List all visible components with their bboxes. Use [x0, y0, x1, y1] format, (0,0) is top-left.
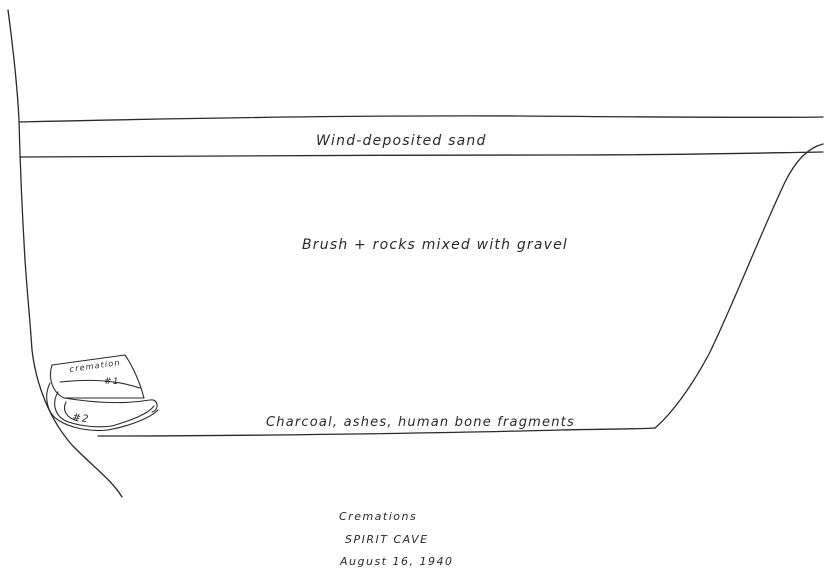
brush-layer-label: Brush + rocks mixed with gravel	[302, 237, 568, 253]
charcoal-layer-label: Charcoal, ashes, human bone fragments	[266, 415, 575, 430]
sand-top-line	[19, 116, 823, 122]
sand-layer-label: Wind-deposited sand	[316, 133, 487, 149]
pit-right-wall	[655, 144, 823, 428]
cremation-1-label: cremation	[69, 358, 121, 374]
caption-site: SPIRIT CAVE	[345, 533, 429, 546]
sand-bottom-line	[20, 152, 823, 157]
cremation-1-number: #1	[104, 377, 120, 387]
caption-date: August 16, 1940	[339, 555, 453, 568]
caption-title: Cremations	[339, 510, 417, 523]
